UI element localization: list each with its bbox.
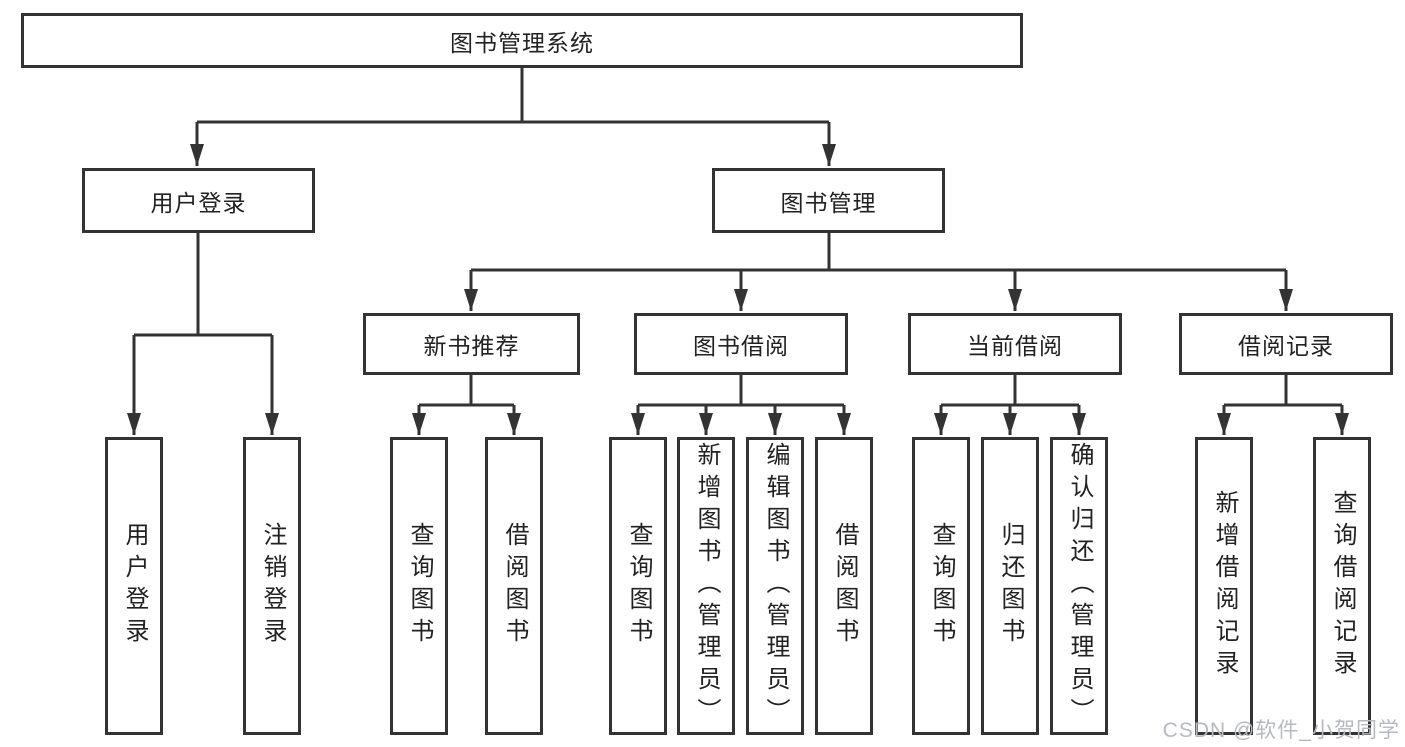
node-label: 图书管理 — [780, 189, 877, 216]
leaf-query-books-current: 查询图书 — [912, 437, 970, 735]
leaf-add-books-admin: 新增图书（管理员） — [677, 437, 735, 735]
node-label: 新增借阅记录 — [1211, 490, 1238, 682]
leaf-add-borrow-record: 新增借阅记录 — [1195, 437, 1253, 735]
node-label: 借阅记录 — [1238, 333, 1334, 359]
leaf-query-borrow-record: 查询借阅记录 — [1313, 437, 1371, 735]
node-new-book-recommendation: 新书推荐 — [363, 313, 580, 375]
node-label: 借阅图书 — [831, 522, 858, 650]
node-label: 用户登录 — [121, 522, 148, 650]
leaf-user-login: 用户登录 — [105, 437, 163, 735]
node-current-borrowing: 当前借阅 — [908, 313, 1122, 375]
node-label: 确认归还（管理员） — [1066, 442, 1093, 730]
leaf-return-books: 归还图书 — [981, 437, 1039, 735]
node-label: 归还图书 — [997, 522, 1024, 650]
csdn-watermark: CSDN @软件_小贺同学 — [1162, 719, 1400, 742]
leaf-query-books-borrowing: 查询图书 — [609, 437, 667, 735]
node-label: 查询图书 — [406, 522, 433, 650]
node-label: 查询图书 — [625, 522, 652, 650]
node-label: 图书借阅 — [693, 333, 789, 359]
node-label: 新书推荐 — [423, 333, 520, 359]
node-label: 当前借阅 — [967, 333, 1063, 359]
node-borrowing-records: 借阅记录 — [1179, 313, 1393, 375]
node-label: 借阅图书 — [501, 522, 528, 650]
leaf-query-books-recommend: 查询图书 — [390, 437, 448, 735]
node-label: 注销登录 — [259, 522, 286, 650]
leaf-confirm-return-admin: 确认归还（管理员） — [1050, 437, 1108, 735]
node-label: 查询借阅记录 — [1329, 490, 1356, 682]
node-label: 查询图书 — [928, 522, 955, 650]
leaf-borrow-books-borrowing: 借阅图书 — [815, 437, 873, 735]
node-label: 用户登录 — [150, 189, 247, 216]
leaf-logout: 注销登录 — [243, 437, 301, 735]
node-label: 新增图书（管理员） — [693, 442, 720, 730]
node-library-management-system: 图书管理系统 — [21, 13, 1023, 68]
node-book-management: 图书管理 — [712, 168, 945, 233]
node-user-login: 用户登录 — [82, 168, 315, 233]
node-label: 图书管理系统 — [450, 29, 594, 56]
node-book-borrowing: 图书借阅 — [634, 313, 848, 375]
leaf-borrow-books-recommend: 借阅图书 — [485, 437, 543, 735]
leaf-edit-books-admin: 编辑图书（管理员） — [746, 437, 804, 735]
node-label: 编辑图书（管理员） — [762, 442, 789, 730]
